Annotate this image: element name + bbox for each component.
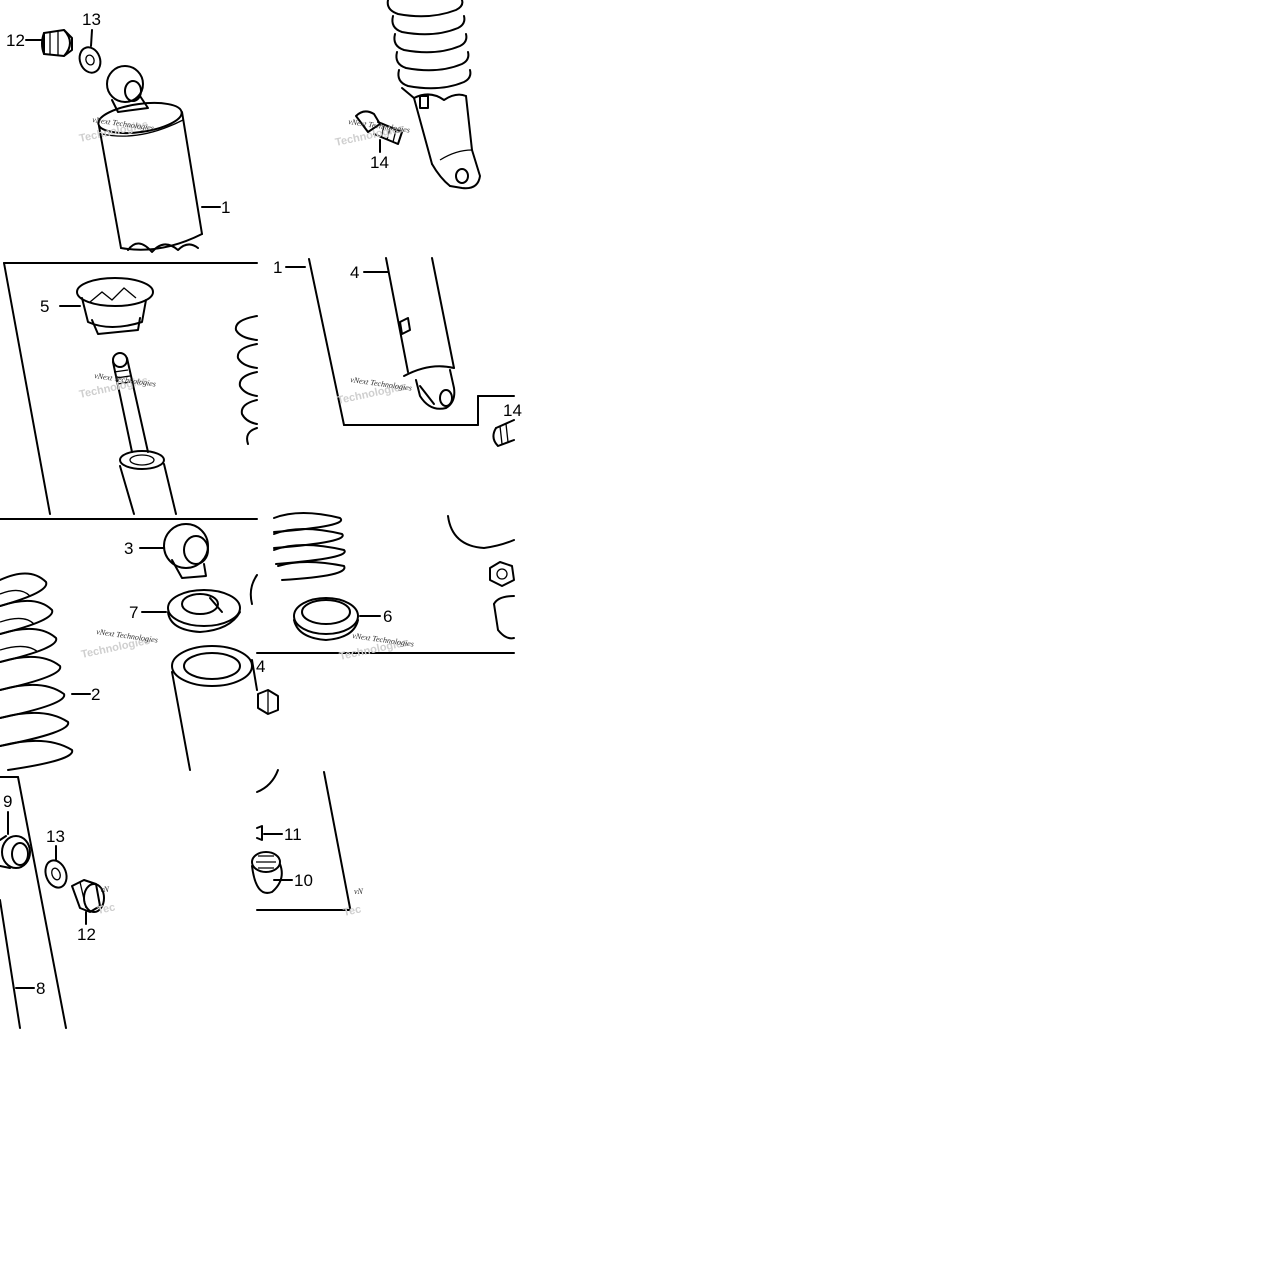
tile-top-middle bbox=[355, 0, 481, 190]
part-label: 14 bbox=[370, 153, 389, 172]
tile-bottom-center bbox=[251, 769, 351, 911]
watermarks: Technologies vNext Technologies Technolo… bbox=[78, 115, 414, 919]
spring-seat-part bbox=[293, 597, 359, 641]
spring-coils-partial bbox=[234, 315, 258, 445]
watermark: vN bbox=[354, 887, 364, 896]
part-label: 12 bbox=[77, 925, 96, 944]
tile-middle-left bbox=[3, 262, 258, 515]
part-label: 9 bbox=[3, 792, 12, 811]
shock-body-cover bbox=[171, 645, 258, 771]
mount-bolt-head bbox=[257, 689, 279, 715]
collar-part bbox=[256, 825, 263, 841]
tile-lower-center bbox=[256, 512, 515, 715]
tile-bottom-left bbox=[0, 776, 105, 1029]
lower-shock-tube bbox=[385, 257, 456, 410]
part-label: 1 bbox=[221, 198, 230, 217]
cap-nut-part bbox=[71, 879, 105, 913]
washer-part bbox=[44, 859, 68, 889]
watermark: vN bbox=[100, 885, 110, 894]
part-number-labels: 12 13 1 14 5 1 4 14 3 7 2 4 6 9 13 12 8 … bbox=[3, 10, 522, 998]
part-label: 11 bbox=[284, 825, 302, 844]
shock-body-cover bbox=[97, 101, 203, 253]
watermark: Tec bbox=[342, 903, 362, 919]
watermark: Tec bbox=[96, 901, 116, 917]
part-label: 13 bbox=[46, 827, 65, 846]
part-label: 10 bbox=[294, 871, 313, 890]
washer-part bbox=[78, 46, 102, 74]
part-label: 12 bbox=[6, 31, 25, 50]
spring-coils bbox=[386, 0, 472, 101]
spring-seat-stopper bbox=[76, 277, 154, 335]
mount-bolt-part bbox=[355, 110, 403, 145]
lower-shock-tube bbox=[413, 95, 481, 190]
spring-main bbox=[0, 572, 74, 771]
part-label: 7 bbox=[129, 603, 138, 622]
spring-coils-partial bbox=[273, 512, 346, 581]
tile-top-left bbox=[25, 29, 221, 253]
upper-mount-eye bbox=[106, 65, 149, 113]
spring-stopper-part bbox=[167, 589, 241, 633]
part-label: 5 bbox=[40, 297, 49, 316]
part-label: 4 bbox=[350, 263, 359, 282]
part-label: 13 bbox=[82, 10, 101, 29]
damper-rod bbox=[112, 352, 177, 515]
part-label: 1 bbox=[273, 258, 282, 277]
upper-mount-eye bbox=[163, 523, 209, 579]
part-label: 6 bbox=[383, 607, 392, 626]
lock-nut-part bbox=[489, 561, 515, 640]
mount-bolt-part bbox=[492, 419, 515, 447]
part-label: 8 bbox=[36, 979, 45, 998]
part-label: 14 bbox=[503, 401, 522, 420]
part-label: 3 bbox=[124, 539, 133, 558]
tile-lower-left bbox=[0, 518, 258, 771]
part-label: 2 bbox=[91, 685, 100, 704]
lower-eye-bushing bbox=[0, 835, 31, 869]
bushing-part bbox=[251, 851, 283, 894]
tile-middle-center bbox=[285, 257, 515, 447]
cap-nut-part bbox=[41, 29, 73, 57]
part-label: 4 bbox=[256, 657, 265, 676]
